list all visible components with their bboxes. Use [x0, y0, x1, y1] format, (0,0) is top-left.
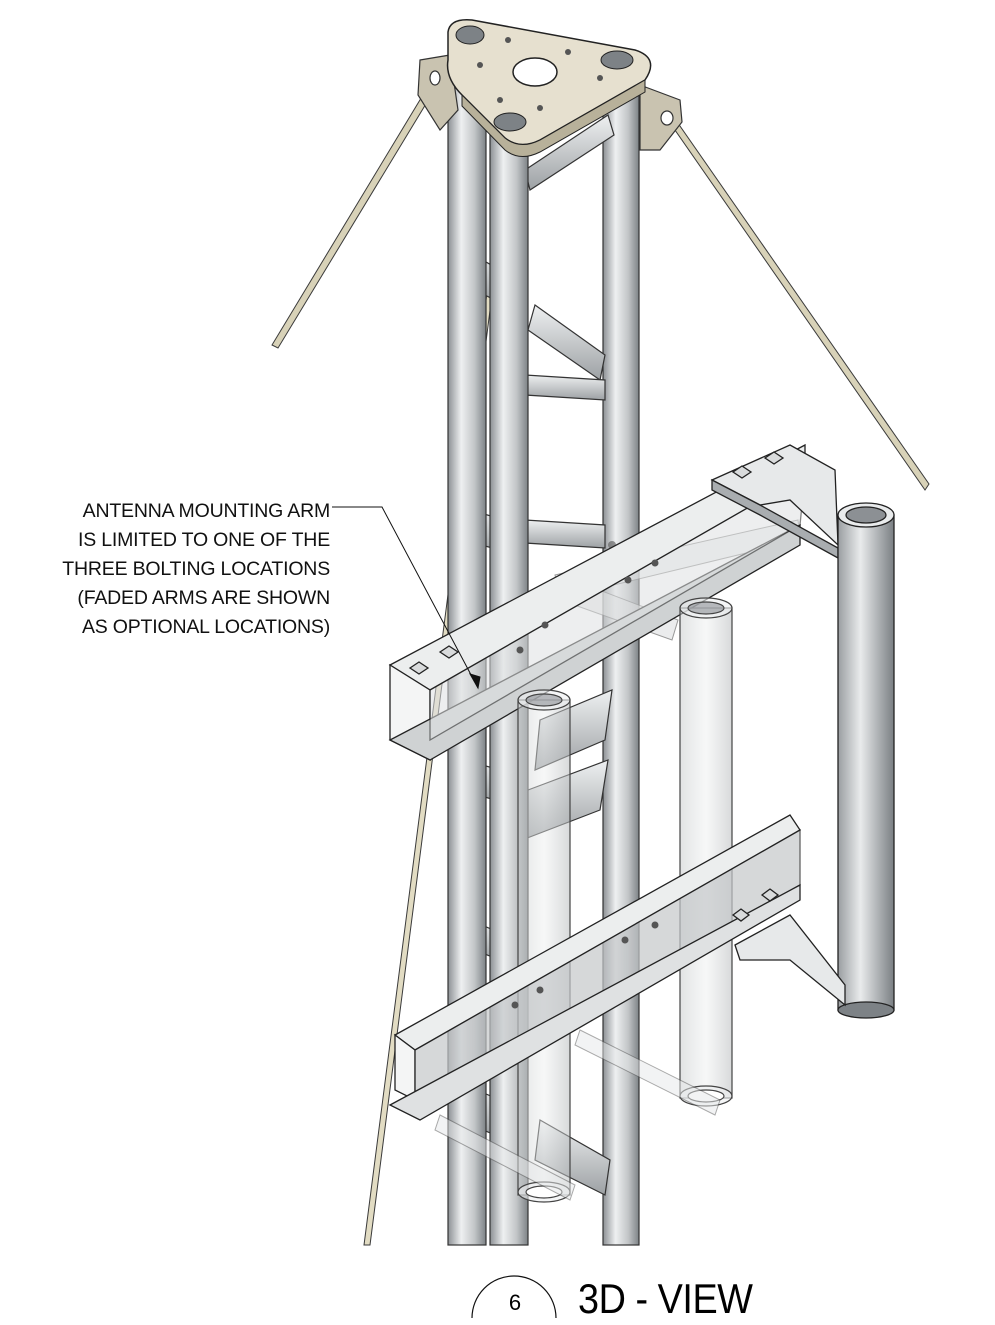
- view-title: 3D - VIEW: [578, 1275, 753, 1322]
- callout-line: IS LIMITED TO ONE OF THE: [78, 529, 330, 551]
- view-number-circle: [471, 1275, 557, 1318]
- faded-arm-lower: [434, 1029, 721, 1201]
- callout-line: THREE BOLTING LOCATIONS: [62, 558, 330, 580]
- view-number: 6: [508, 1290, 522, 1315]
- top-plate: [446, 19, 652, 157]
- mounting-arm-upper: [388, 443, 839, 762]
- callout-leader: [332, 506, 481, 690]
- mounting-arm-lower: [388, 814, 846, 1121]
- callout-line: (FADED ARMS ARE SHOWN: [77, 587, 330, 609]
- antenna-pipe-right: [837, 502, 895, 1019]
- callout-line: ANTENNA MOUNTING ARM: [82, 500, 331, 522]
- callout-line: AS OPTIONAL LOCATIONS): [81, 616, 330, 638]
- guy-wires: [271, 79, 930, 1246]
- callout-note: ANTENNA MOUNTING ARM IS LIMITED TO ONE O…: [20, 497, 330, 642]
